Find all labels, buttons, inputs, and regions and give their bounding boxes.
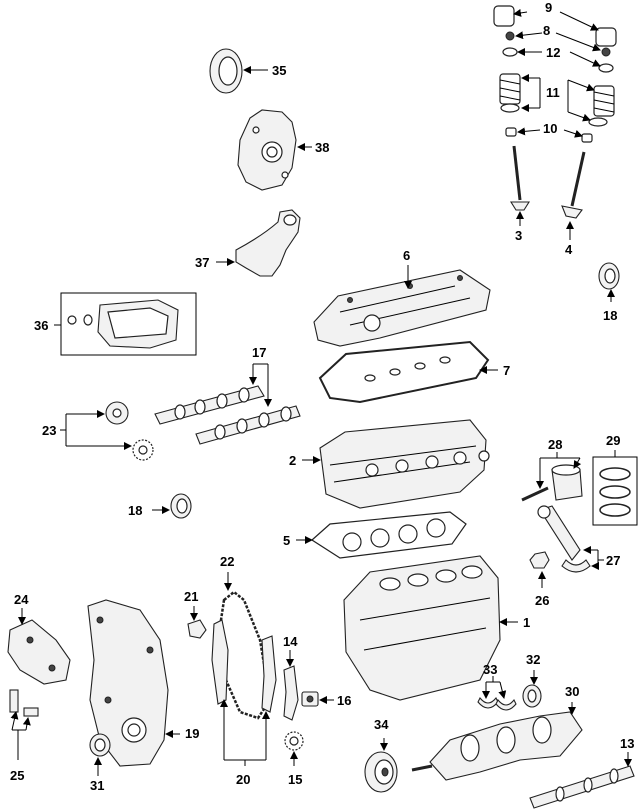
part-11-valve-springs[interactable] [499,73,615,127]
callout-25: 25 [10,768,24,783]
part-33-main-bearings[interactable] [477,676,517,711]
callout-22: 22 [220,554,234,569]
part-3-intake-valve[interactable] [510,145,530,226]
callout-20: 20 [236,772,250,787]
callout-30: 30 [565,684,579,699]
callout-8: 8 [543,23,550,38]
callout-28: 28 [548,437,562,452]
part-24-timing-cover-plate[interactable] [7,608,71,685]
callout-1: 1 [523,615,530,630]
callout-6: 6 [403,248,410,263]
callout-15: 15 [288,772,302,787]
part-31-crank-seal[interactable] [89,733,111,776]
part-35-oil-seal[interactable] [209,48,268,94]
callout-18-left: 18 [128,503,142,518]
part-23-cam-sprockets[interactable] [60,401,154,461]
callout-19: 19 [185,726,199,741]
callout-9: 9 [545,0,552,15]
callout-10: 10 [543,121,557,136]
callout-31: 31 [90,778,104,793]
part-7-valve-cover-gasket[interactable] [318,340,498,404]
part-14-chain-guide[interactable] [283,650,299,721]
callout-27: 27 [606,553,620,568]
callout-37: 37 [195,255,209,270]
callout-14: 14 [283,634,298,649]
part-8-valve-keepers[interactable] [505,31,611,57]
callout-34: 34 [374,717,389,732]
callout-23: 23 [42,423,56,438]
part-32-thrust-bearing[interactable] [522,670,542,708]
part-17-camshafts[interactable] [154,363,301,445]
callout-7: 7 [503,363,510,378]
callout-11: 11 [546,85,560,100]
callout-16: 16 [337,693,351,708]
callout-3: 3 [515,228,522,243]
part-36-oil-pan[interactable] [54,292,197,356]
part-38-oil-pump[interactable] [237,109,312,191]
part-27-connecting-rod[interactable] [537,505,604,573]
part-34-crank-pulley[interactable] [364,738,398,793]
callout-24: 24 [14,592,29,607]
callout-32: 32 [526,652,540,667]
callout-29: 29 [606,433,620,448]
callout-2: 2 [289,453,296,468]
part-12-spring-retainers[interactable] [502,47,614,73]
part-30-crankshaft[interactable] [411,702,583,781]
callout-26: 26 [535,593,549,608]
part-6-valve-cover[interactable] [313,265,491,347]
part-1-engine-block[interactable] [343,555,518,701]
part-28-piston[interactable] [521,452,583,502]
part-4-exhaust-valve[interactable] [561,151,586,240]
part-15-crank-sprocket[interactable] [284,731,304,766]
callout-33: 33 [483,662,497,677]
callout-4: 4 [565,242,573,257]
callout-35: 35 [272,63,286,78]
part-9-valve-lifters[interactable] [493,5,617,47]
part-37-oil-strainer[interactable] [216,209,301,277]
callout-17: 17 [252,345,266,360]
callout-21: 21 [184,589,198,604]
part-19-timing-chain-cover[interactable] [87,599,180,767]
callout-5: 5 [283,533,290,548]
part-20-chain-guides[interactable] [211,619,277,766]
part-16-tensioner[interactable] [301,691,334,707]
part-10-valve-seals[interactable] [505,127,593,143]
part-18-seal-right[interactable] [598,262,620,302]
part-2-cylinder-head[interactable] [302,419,490,509]
part-21-chain-tensioner[interactable] [187,606,207,639]
part-25-sensors[interactable] [9,689,39,760]
part-5-head-gasket[interactable] [296,511,467,559]
callout-12: 12 [546,45,560,60]
part-26-rod-nut[interactable] [529,551,550,588]
callout-36: 36 [34,318,48,333]
part-18-seal-left[interactable] [152,493,192,519]
callout-38: 38 [315,140,329,155]
callout-18-right: 18 [603,308,617,323]
part-29-piston-rings[interactable] [592,450,638,526]
callout-13: 13 [620,736,634,751]
part-13-balance-shaft[interactable] [529,752,635,809]
